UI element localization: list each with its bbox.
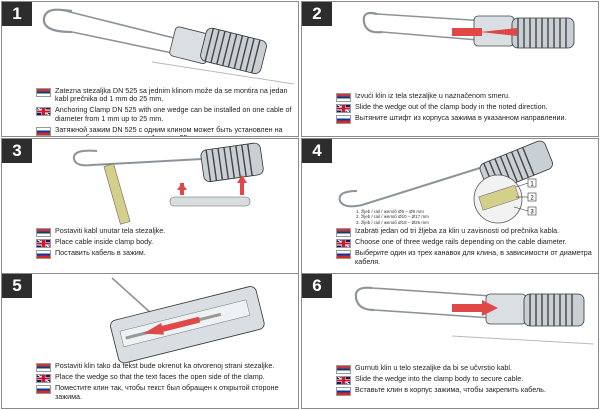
step-number: 1 — [2, 2, 32, 26]
instruction-russian: Поставить кабель в зажим. — [36, 249, 294, 260]
step-number: 5 — [2, 274, 32, 298]
instruction-english: Slide the wedge out of the clamp body in… — [336, 103, 594, 114]
instruction-russian: Затяжной зажим DN 525 с одним клином мож… — [36, 125, 294, 136]
step-6-panel: 6 Gurnuti klin u telo stezaljke da bi se… — [301, 273, 599, 409]
russia-flag-icon — [36, 385, 51, 395]
uk-flag-icon — [36, 107, 51, 117]
uk-flag-icon — [336, 104, 351, 114]
step-1-panel: 1 Zatezna stezaljka DN 525 sa jednim kli… — [1, 1, 299, 137]
rail-diameter-note: 1. žljeb / rail / желоб Ø5 – Ø9 mm 2. žl… — [356, 209, 429, 225]
russia-flag-icon — [36, 126, 51, 136]
direction-arrow-icon — [143, 323, 165, 335]
instruction-russian: Выберите один из трех канавок для клина,… — [336, 249, 594, 265]
step-number: 2 — [302, 2, 332, 26]
instruction-serbian: Postaviti klin tako da tekst bude okrenu… — [36, 361, 294, 372]
step-number: 6 — [302, 274, 332, 298]
serbia-flag-icon — [336, 365, 351, 374]
instruction-russian: Поместите клин так, чтобы текст был обра… — [36, 384, 294, 400]
step-5-panel: 5 Postaviti klin tako da tekst bude okre… — [1, 273, 299, 409]
instruction-serbian: Postaviti kabl unutar tela stezaljke. — [36, 226, 294, 237]
wedge-orientation-illustration — [110, 277, 265, 364]
serbia-flag-icon — [336, 93, 351, 102]
instruction-serbian: Izabrati jedan od tri žljeba za klin u z… — [336, 226, 594, 237]
instruction-english: Place the wedge so that the text faces t… — [36, 373, 294, 384]
instruction-english: Choose one of three wedge rails dependin… — [336, 238, 594, 249]
uk-flag-icon — [36, 239, 51, 249]
step-2-panel: 2 Izvući klin iz tela stezaljke u naznač… — [301, 1, 599, 137]
wedge-insert-illustration — [354, 286, 595, 345]
instruction-russian: Вытяните штифт из корпуса зажима в указа… — [336, 114, 594, 125]
uk-flag-icon — [336, 376, 351, 386]
callout-1: 1 — [530, 182, 534, 188]
wedge-slide-out-illustration — [362, 11, 575, 49]
step-number: 3 — [2, 139, 32, 163]
instruction-english: Slide the wedge into the clamp body to s… — [336, 375, 594, 386]
russia-flag-icon — [36, 250, 51, 260]
instruction-english: Place cable inside clamp body. — [36, 238, 294, 249]
serbia-flag-icon — [36, 228, 51, 237]
callout-3: 3 — [530, 210, 534, 216]
callout-2: 2 — [530, 196, 534, 202]
serbia-flag-icon — [36, 88, 51, 97]
direction-arrow-icon — [480, 28, 517, 36]
instruction-russian: Вставьте клин в корпус зажима, чтобы зак… — [336, 386, 594, 397]
russia-flag-icon — [336, 115, 351, 125]
russia-flag-icon — [336, 250, 351, 260]
russia-flag-icon — [336, 387, 351, 397]
instruction-serbian: Zatezna stezaljka DN 525 sa jednim klino… — [36, 86, 294, 103]
uk-flag-icon — [36, 374, 51, 384]
serbia-flag-icon — [36, 363, 51, 372]
serbia-flag-icon — [336, 228, 351, 237]
step-3-panel: 3 Postaviti kabl unutar tela stezaljke. … — [1, 138, 299, 274]
instruction-serbian: Gurnuti klin u telo stezaljke da bi se u… — [336, 363, 594, 374]
clamp-illustration — [42, 8, 295, 85]
direction-arrow-icon — [482, 300, 498, 316]
step-number: 4 — [302, 139, 332, 163]
uk-flag-icon — [336, 239, 351, 249]
instruction-english: Anchoring Clamp DN 525 with one wedge ca… — [36, 106, 294, 122]
cable-placement-illustration — [72, 142, 264, 225]
instruction-serbian: Izvući klin iz tela stezaljke u naznačen… — [336, 91, 594, 102]
step-4-panel: 1 2 3 4 1. žljeb / rail / желоб Ø5 – Ø9 … — [301, 138, 599, 274]
wedge-rail-illustration: 1 2 3 — [338, 140, 553, 224]
